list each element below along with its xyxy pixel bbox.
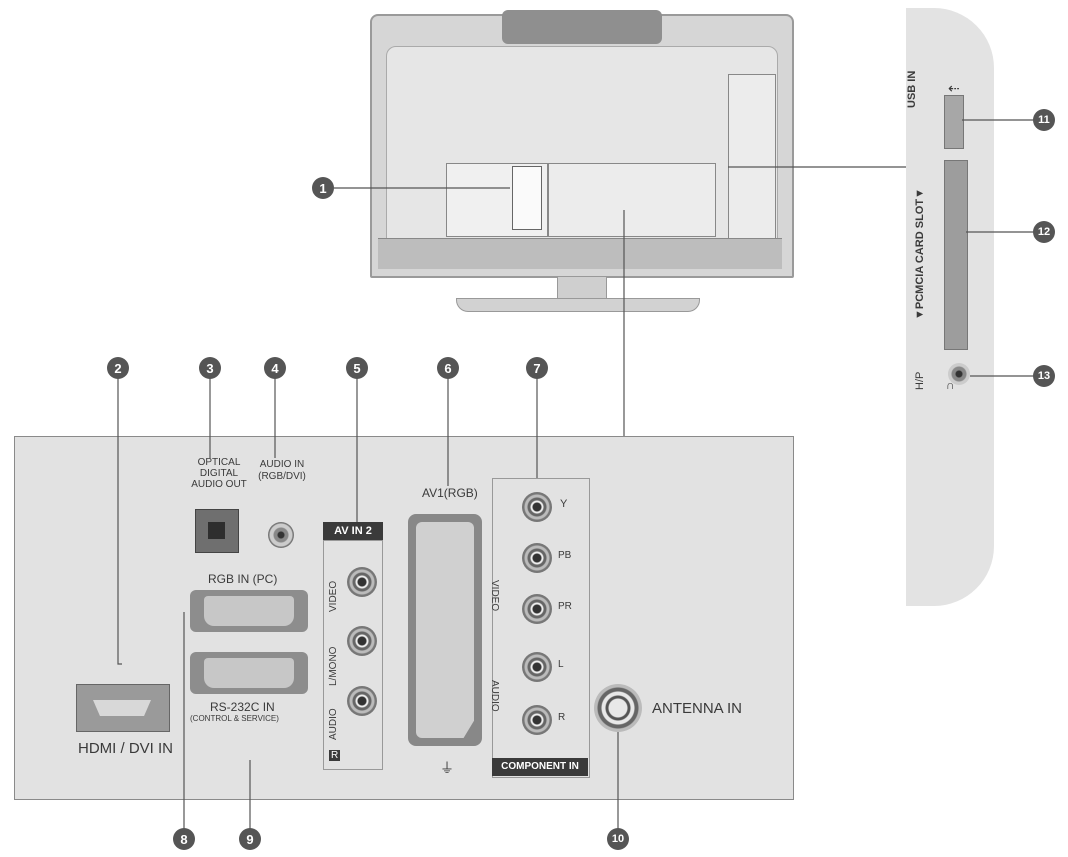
hp-label: H/P — [914, 371, 926, 390]
component-r-label: R — [558, 712, 566, 723]
callout-7: 7 — [526, 357, 548, 379]
hdmi-dvi-in-label: HDMI / DVI IN — [78, 740, 174, 757]
callout-6: 6 — [437, 357, 459, 379]
callout-3: 3 — [199, 357, 221, 379]
pcmcia-label: ▼PCMCIA CARD SLOT▼ — [914, 188, 926, 320]
av-in2-block — [323, 540, 383, 770]
tv-jack-compartment — [548, 163, 716, 237]
av-in2-audio-l-jack — [347, 626, 377, 656]
antenna-in-label: ANTENNA IN — [652, 700, 743, 717]
usb-port — [944, 95, 964, 149]
av1-scart-inner — [416, 522, 474, 738]
av-in2-video-label: VIDEO — [328, 580, 339, 612]
callout-5: 5 — [346, 357, 368, 379]
optical-label-1: OPTICAL — [197, 457, 241, 468]
component-audio-r-jack — [522, 705, 552, 735]
av-in2-audio-r-jack — [347, 686, 377, 716]
component-pb-jack — [522, 543, 552, 573]
component-l-label: L — [558, 659, 564, 670]
hdmi-port — [76, 684, 170, 732]
component-audio-label: AUDIO — [489, 680, 500, 712]
optical-audio-out-port — [195, 509, 239, 553]
rs232c-pins — [204, 658, 294, 688]
tv-stand-base — [456, 298, 700, 312]
rgb-in-pc-label: RGB IN (PC) — [208, 572, 278, 586]
rs232c-port — [190, 652, 308, 694]
av-in2-audio-label: AUDIO — [328, 708, 339, 740]
headphone-jack — [948, 363, 970, 385]
av-in2-video-jack — [347, 567, 377, 597]
optical-port-square — [208, 522, 225, 539]
audio-in-label-2: (RGB/DVI) — [258, 471, 306, 482]
tv-stand-neck — [557, 276, 607, 300]
usb-in-label: USB IN — [906, 70, 918, 108]
tv-side-compartment — [728, 74, 776, 240]
component-pr-jack — [522, 594, 552, 624]
antenna-in-jack — [594, 684, 642, 732]
callout-12: 12 — [1033, 221, 1055, 243]
callout-11: 11 — [1033, 109, 1055, 131]
rs232c-sub-label: (CONTROL & SERVICE) — [190, 714, 279, 723]
component-video-label: VIDEO — [489, 580, 500, 612]
av1-scart-port — [408, 514, 482, 746]
pcmcia-slot — [944, 160, 968, 350]
ground-icon: ⏚ — [440, 760, 454, 776]
tv-rear-view — [370, 10, 794, 278]
callout-10: 10 — [607, 828, 629, 850]
callout-1: 1 — [312, 177, 334, 199]
callout-4: 4 — [264, 357, 286, 379]
optical-label-2: DIGITAL — [199, 468, 239, 479]
rgb-in-pc-port — [190, 590, 308, 632]
tv-top-ridge — [502, 10, 662, 44]
audio-in-label-1: AUDIO IN — [259, 459, 305, 470]
rgb-in-pc-pins — [204, 596, 294, 626]
component-y-jack — [522, 492, 552, 522]
tv-bottom-bar — [378, 238, 782, 269]
component-in-label: COMPONENT IN — [492, 758, 588, 776]
av1-rgb-label: AV1(RGB) — [422, 486, 478, 500]
av-in2-r-label: R — [329, 750, 341, 761]
usb-icon: ⇠ — [948, 80, 960, 96]
tv-power-socket — [512, 166, 542, 230]
component-audio-l-jack — [522, 652, 552, 682]
hdmi-port-opening — [93, 700, 151, 716]
component-pr-label: PR — [558, 601, 572, 612]
headphone-icon: ∩ — [946, 378, 955, 392]
av-in2-mono-label: L/MONO — [328, 646, 339, 686]
av-in2-label: AV IN 2 — [323, 522, 383, 540]
callout-13: 13 — [1033, 365, 1055, 387]
rear-jack-panel — [14, 436, 794, 800]
rs232c-in-label: RS-232C IN — [210, 700, 275, 714]
component-y-label: Y — [560, 498, 568, 510]
callout-9: 9 — [239, 828, 261, 850]
component-block — [492, 478, 590, 778]
callout-2: 2 — [107, 357, 129, 379]
callout-8: 8 — [173, 828, 195, 850]
optical-label-3: AUDIO OUT — [191, 479, 247, 490]
component-pb-label: PB — [558, 550, 572, 561]
audio-in-rgb-dvi-jack — [268, 522, 294, 548]
